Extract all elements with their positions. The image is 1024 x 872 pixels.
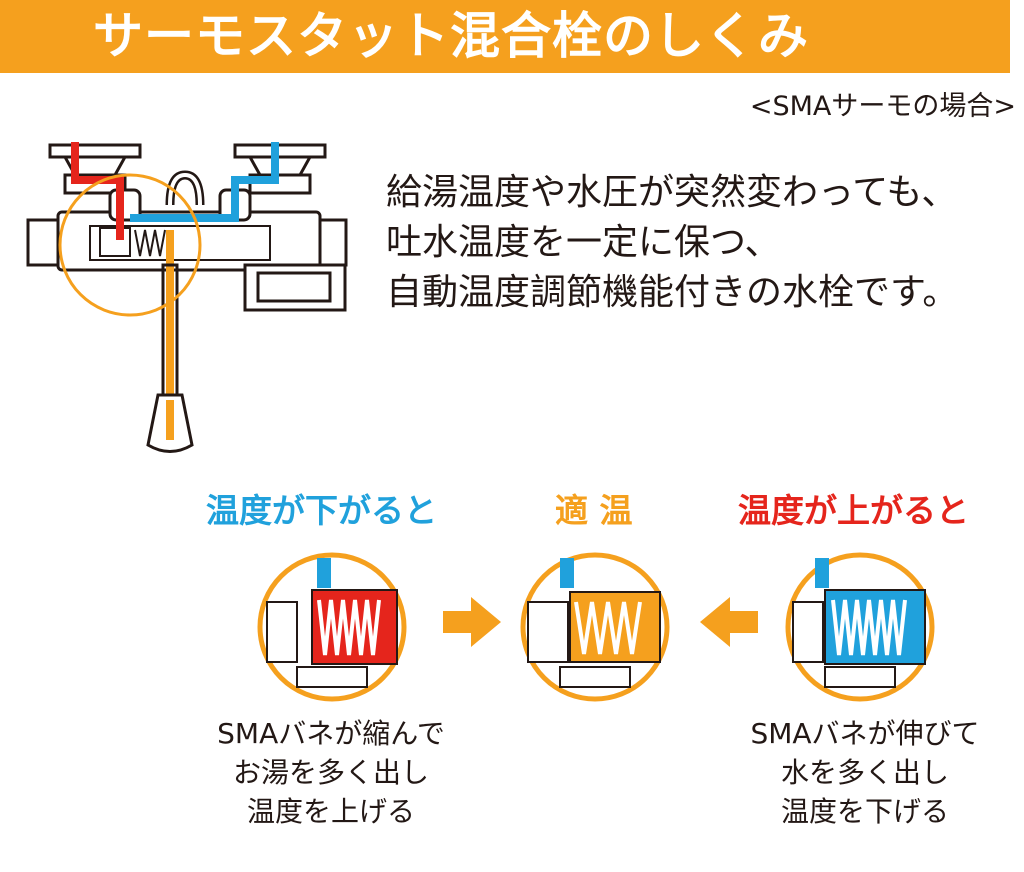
label-temperature-down: 温度が下がると xyxy=(206,491,437,530)
subtitle: <SMAサーモの場合> xyxy=(749,91,1016,122)
title-banner: サーモスタット混合栓のしくみ xyxy=(0,0,1010,73)
spring-neutral-icon xyxy=(520,552,670,702)
caption-line: 温度を上げる xyxy=(246,795,415,828)
caption-line: お湯を多く出し xyxy=(232,756,429,789)
label-optimal-temperature: 適 温 xyxy=(555,491,633,530)
label-temperature-up: 温度が上がると xyxy=(738,491,969,530)
description-line: 給湯温度や水圧が突然変わっても、 xyxy=(386,172,958,213)
description-line: 吐水温度を一定に保つ、 xyxy=(386,222,781,263)
spring-extended-icon xyxy=(785,552,935,702)
caption-line: 温度を下げる xyxy=(780,795,949,828)
spring-compressed-icon xyxy=(257,552,407,702)
caption-line: 水を多く出し xyxy=(780,756,949,789)
caption-temperature-down: SMAバネが縮んで お湯を多く出し 温度を上げる xyxy=(186,714,476,831)
page-title: サーモスタット混合栓のしくみ xyxy=(93,7,809,65)
arrow-left-icon xyxy=(700,597,758,647)
caption-temperature-up: SMAバネが伸びて 水を多く出し 温度を下げる xyxy=(720,714,1010,831)
caption-line: SMAバネが伸びて xyxy=(750,717,980,750)
faucet-diagram-icon xyxy=(26,142,348,453)
arrow-right-icon xyxy=(443,597,501,647)
caption-line: SMAバネが縮んで xyxy=(217,717,445,750)
description-line: 自動温度調節機能付きの水栓です。 xyxy=(386,272,959,313)
description: 給湯温度や水圧が突然変わっても、 吐水温度を一定に保つ、 自動温度調節機能付きの… xyxy=(386,168,958,318)
